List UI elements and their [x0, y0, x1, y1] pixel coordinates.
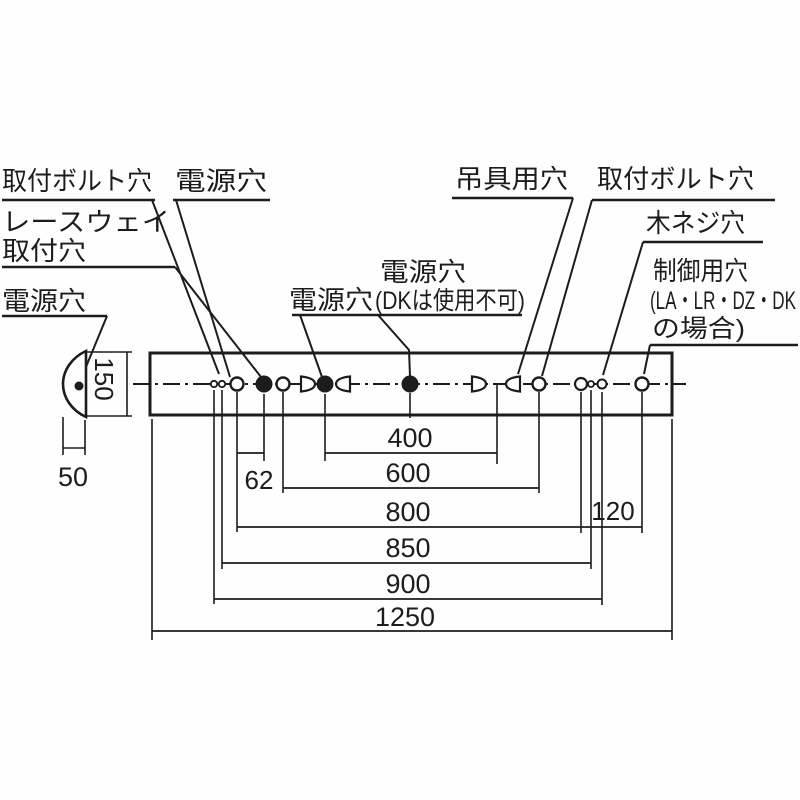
- leader-mounting-bolt-right: [541, 199, 593, 377]
- bolt-hole-tiny-2: [217, 379, 227, 389]
- power-hole-circle-1: [229, 376, 245, 392]
- dimension-lines: [152, 452, 672, 632]
- label-wood-screw-hole: 木ネジ穴: [646, 208, 745, 238]
- end-view: [61, 348, 88, 420]
- hanging-slot-3: [470, 375, 488, 393]
- power-hole-filled-mid: [316, 375, 334, 393]
- dim-value-50: 50: [58, 462, 88, 492]
- hanging-slot-4: [504, 375, 522, 393]
- hanging-slot-2: [334, 375, 352, 393]
- open-hole-tiny: [587, 380, 595, 388]
- end-profile: [61, 348, 88, 420]
- open-hole-1: [275, 376, 291, 392]
- mounting-bolt-hole-right-circle: [531, 376, 547, 392]
- label-power-hole-center-line2: (DKは使用不可): [375, 287, 525, 315]
- leader-control: [643, 344, 651, 375]
- label-mounting-bolt-hole-right: 取付ボルト穴: [597, 164, 754, 194]
- dimension-values: 150 50 62 400 600 800 120 850 900 1250: [58, 357, 635, 632]
- control-hole-circle: [634, 376, 650, 392]
- label-power-hole-end: 電源穴: [2, 286, 86, 316]
- dim-value-800: 800: [385, 497, 430, 527]
- dim-value-400: 400: [387, 423, 432, 453]
- label-power-hole-top: 電源穴: [175, 166, 267, 196]
- open-hole-2: [573, 376, 589, 392]
- dim-value-1250: 1250: [375, 602, 435, 632]
- leader-hanging: [517, 197, 574, 375]
- leader-power-center: [377, 314, 411, 377]
- label-control-hole-line3: の場合): [652, 315, 745, 343]
- dim-value-150: 150: [89, 357, 119, 400]
- leader-power-top: [175, 199, 231, 378]
- label-control-hole-line2: (LA・LR・DZ・DK: [650, 287, 796, 315]
- label-power-hole-center-line1: 電源穴: [380, 257, 466, 287]
- bolt-hole-tiny-1: [209, 379, 219, 389]
- raceway-hole-filled: [255, 375, 273, 393]
- end-power-hole: [74, 381, 84, 391]
- holes: [209, 375, 650, 393]
- label-power-hole-mid: 電源穴: [289, 285, 373, 315]
- callout-underlines: [2, 196, 798, 347]
- dim-value-120: 120: [591, 496, 634, 526]
- dim-value-850: 850: [385, 533, 430, 563]
- wood-screw-hole-circle: [596, 378, 608, 390]
- dim-value-600: 600: [385, 458, 430, 488]
- leader-mounting-bolt-left: [151, 199, 220, 375]
- label-raceway-line1: レースウェイ: [2, 207, 170, 237]
- dim-value-62: 62: [245, 465, 274, 495]
- hanging-slot-1: [299, 375, 317, 393]
- dim-value-900: 900: [385, 569, 430, 599]
- label-hanging-tool-hole: 吊具用穴: [455, 164, 568, 194]
- label-raceway-line2: 取付穴: [2, 236, 86, 266]
- leader-raceway: [174, 266, 262, 378]
- fixture-body: [148, 351, 674, 417]
- power-hole-filled-center: [401, 375, 419, 393]
- callout-labels: 取付ボルト穴 電源穴 レースウェイ 取付穴 電源穴 電源穴 電源穴 (DKは使用…: [2, 164, 796, 343]
- label-mounting-bolt-hole-left: 取付ボルト穴: [2, 166, 152, 196]
- label-control-hole-line1: 制御用穴: [653, 256, 748, 286]
- leader-power-mid: [299, 314, 323, 378]
